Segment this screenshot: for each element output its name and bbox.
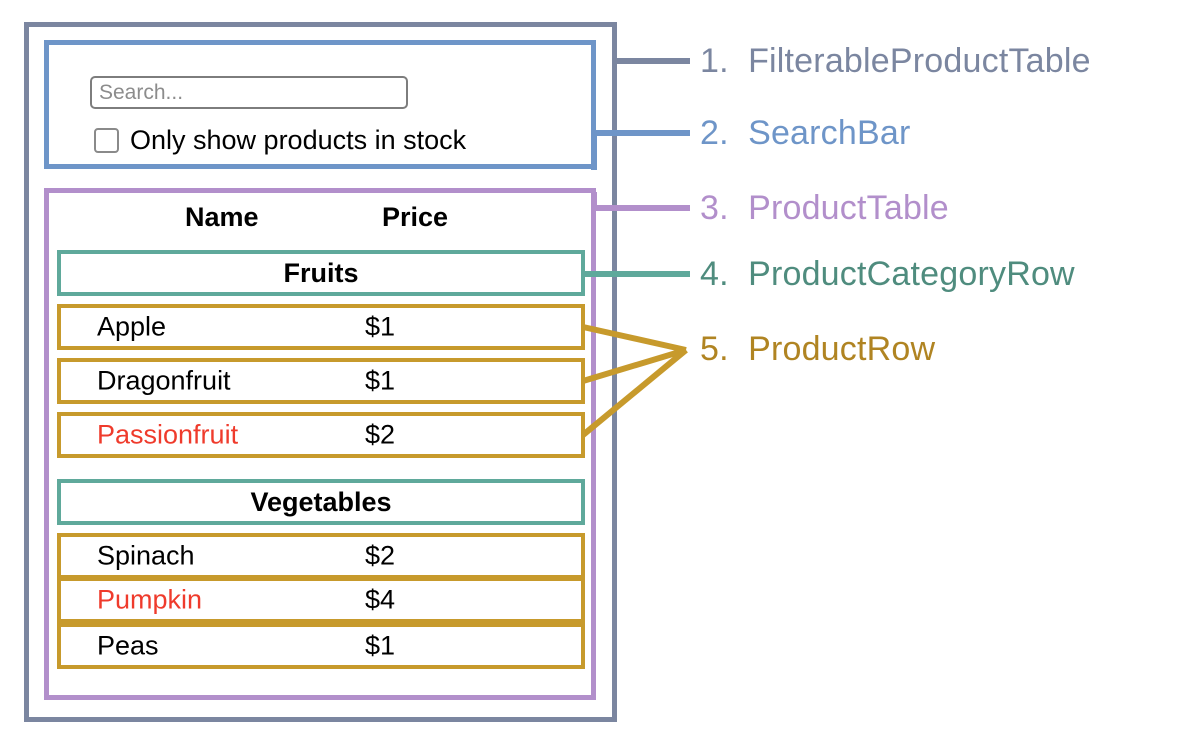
product-name: Dragonfruit — [97, 365, 231, 396]
checkbox-icon[interactable] — [94, 128, 119, 153]
product-row: Apple $1 — [57, 304, 585, 350]
product-price: $1 — [365, 365, 396, 396]
product-category-row: Vegetables — [57, 479, 585, 525]
product-price: $2 — [365, 419, 396, 450]
product-price: $1 — [365, 311, 396, 342]
product-name: Spinach — [97, 540, 195, 571]
product-row: Passionfruit $2 — [57, 412, 585, 458]
product-name: Pumpkin — [97, 584, 203, 615]
legend-item-product-category-row: 4. ProductCategoryRow — [700, 257, 1075, 291]
product-category-row: Fruits — [57, 250, 585, 296]
product-table-frame — [44, 188, 596, 700]
legend-number: 4. — [700, 255, 739, 293]
legend-name: FilterableProductTable — [748, 42, 1091, 80]
legend-item-search-bar: 2. SearchBar — [700, 116, 911, 150]
legend-number: 2. — [700, 114, 739, 152]
product-name: Apple — [97, 311, 167, 342]
legend-number: 3. — [700, 189, 739, 227]
product-category-label: Vegetables — [250, 486, 392, 517]
column-header-name: Name — [185, 202, 259, 232]
product-price: $1 — [365, 630, 396, 661]
legend-name: ProductTable — [748, 189, 949, 227]
legend-item-product-table: 3. ProductTable — [700, 191, 949, 225]
product-name: Passionfruit — [97, 419, 239, 450]
product-row: Spinach $2 — [57, 533, 585, 579]
product-category-label: Fruits — [283, 257, 359, 288]
product-row: Peas $1 — [57, 623, 585, 669]
legend-name: ProductCategoryRow — [748, 255, 1075, 293]
in-stock-checkbox-row[interactable]: Only show products in stock — [94, 127, 466, 154]
legend-number: 1. — [700, 42, 739, 80]
search-input[interactable] — [90, 76, 408, 109]
product-row: Pumpkin $4 — [57, 577, 585, 623]
in-stock-checkbox-label: Only show products in stock — [130, 125, 467, 155]
legend-item-product-row: 5. ProductRow — [700, 332, 935, 366]
legend-name: ProductRow — [748, 330, 936, 368]
legend-number: 5. — [700, 330, 739, 368]
product-name: Peas — [97, 630, 159, 661]
search-bar-frame — [44, 40, 596, 169]
product-table-column-headers: Name Price — [62, 198, 580, 242]
product-row: Dragonfruit $1 — [57, 358, 585, 404]
legend-name: SearchBar — [748, 114, 911, 152]
product-price: $4 — [365, 584, 396, 615]
column-header-price: Price — [382, 202, 449, 232]
legend-item-filterable-product-table: 1. FilterableProductTable — [700, 44, 1091, 78]
product-price: $2 — [365, 540, 396, 571]
